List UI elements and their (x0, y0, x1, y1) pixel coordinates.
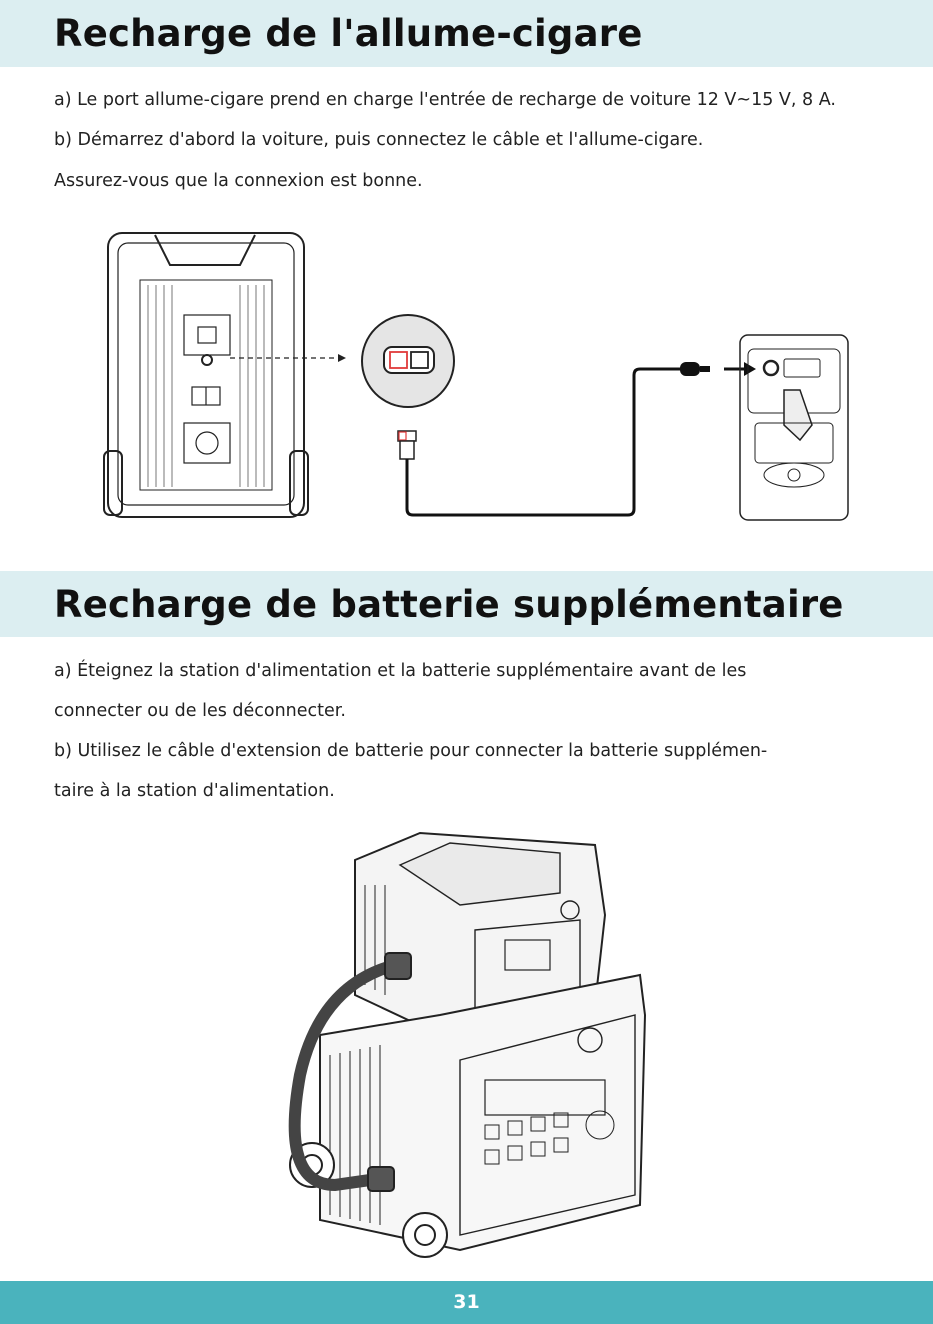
instruction-b-battery-continued: taire à la station d'alimentation. (54, 781, 335, 801)
car-charging-illustration (103, 232, 849, 521)
instruction-a-battery-continued: connecter ou de les déconnecter. (54, 701, 346, 721)
section-header-extra-battery: Recharge de batterie supplémentaire (0, 571, 933, 637)
extra-battery-icon (354, 831, 607, 1037)
battery-extension-cable-icon (288, 952, 412, 1192)
instruction-b-car-continued: Assurez-vous que la connexion est bonne. (54, 171, 423, 191)
car-console-icon (739, 334, 849, 521)
page-number: 31 (453, 1291, 480, 1313)
page-footer: 31 (0, 1281, 933, 1324)
extra-battery-illustration (288, 831, 647, 1258)
power-station-rear-icon (103, 232, 309, 518)
power-station-icon (289, 973, 647, 1258)
instruction-b-battery: b) Utilisez le câble d'extension de batt… (54, 741, 768, 761)
car-charging-cable-icon (397, 362, 710, 517)
xt60-port-closeup-icon (361, 314, 455, 408)
section-header-car-charging: Recharge de l'allume-cigare (0, 0, 933, 67)
section-title-extra-battery: Recharge de batterie supplémentaire (54, 583, 844, 626)
instruction-a-battery: a) Éteignez la station d'alimentation et… (54, 661, 747, 681)
section-title-car-charging: Recharge de l'allume-cigare (54, 12, 643, 55)
instruction-a-car: a) Le port allume-cigare prend en charge… (54, 90, 836, 110)
instruction-b-car: b) Démarrez d'abord la voiture, puis con… (54, 130, 704, 150)
